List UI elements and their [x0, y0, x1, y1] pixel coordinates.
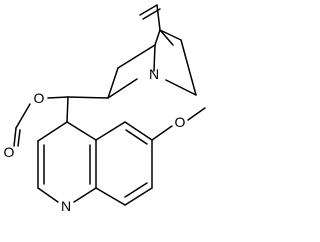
atom-label-oxygen-ester: O: [34, 90, 45, 106]
atom-label-oxygen-carbonyl: O: [4, 144, 15, 160]
molecule-structure: O N O N O: [4, 4, 206, 214]
methoxy-group: [151, 107, 206, 141]
atom-label-oxygen-methoxy: O: [175, 114, 186, 130]
chiral-center: [66, 96, 109, 123]
atom-label-nitrogen-quinuclidine: N: [149, 66, 159, 82]
vinyl-group: [139, 4, 161, 31]
formate-group: [13, 96, 69, 147]
quinoline-ring: [37, 121, 153, 206]
quinuclidine-ring: [107, 29, 197, 99]
atom-label-nitrogen-quinoline: N: [61, 198, 71, 214]
